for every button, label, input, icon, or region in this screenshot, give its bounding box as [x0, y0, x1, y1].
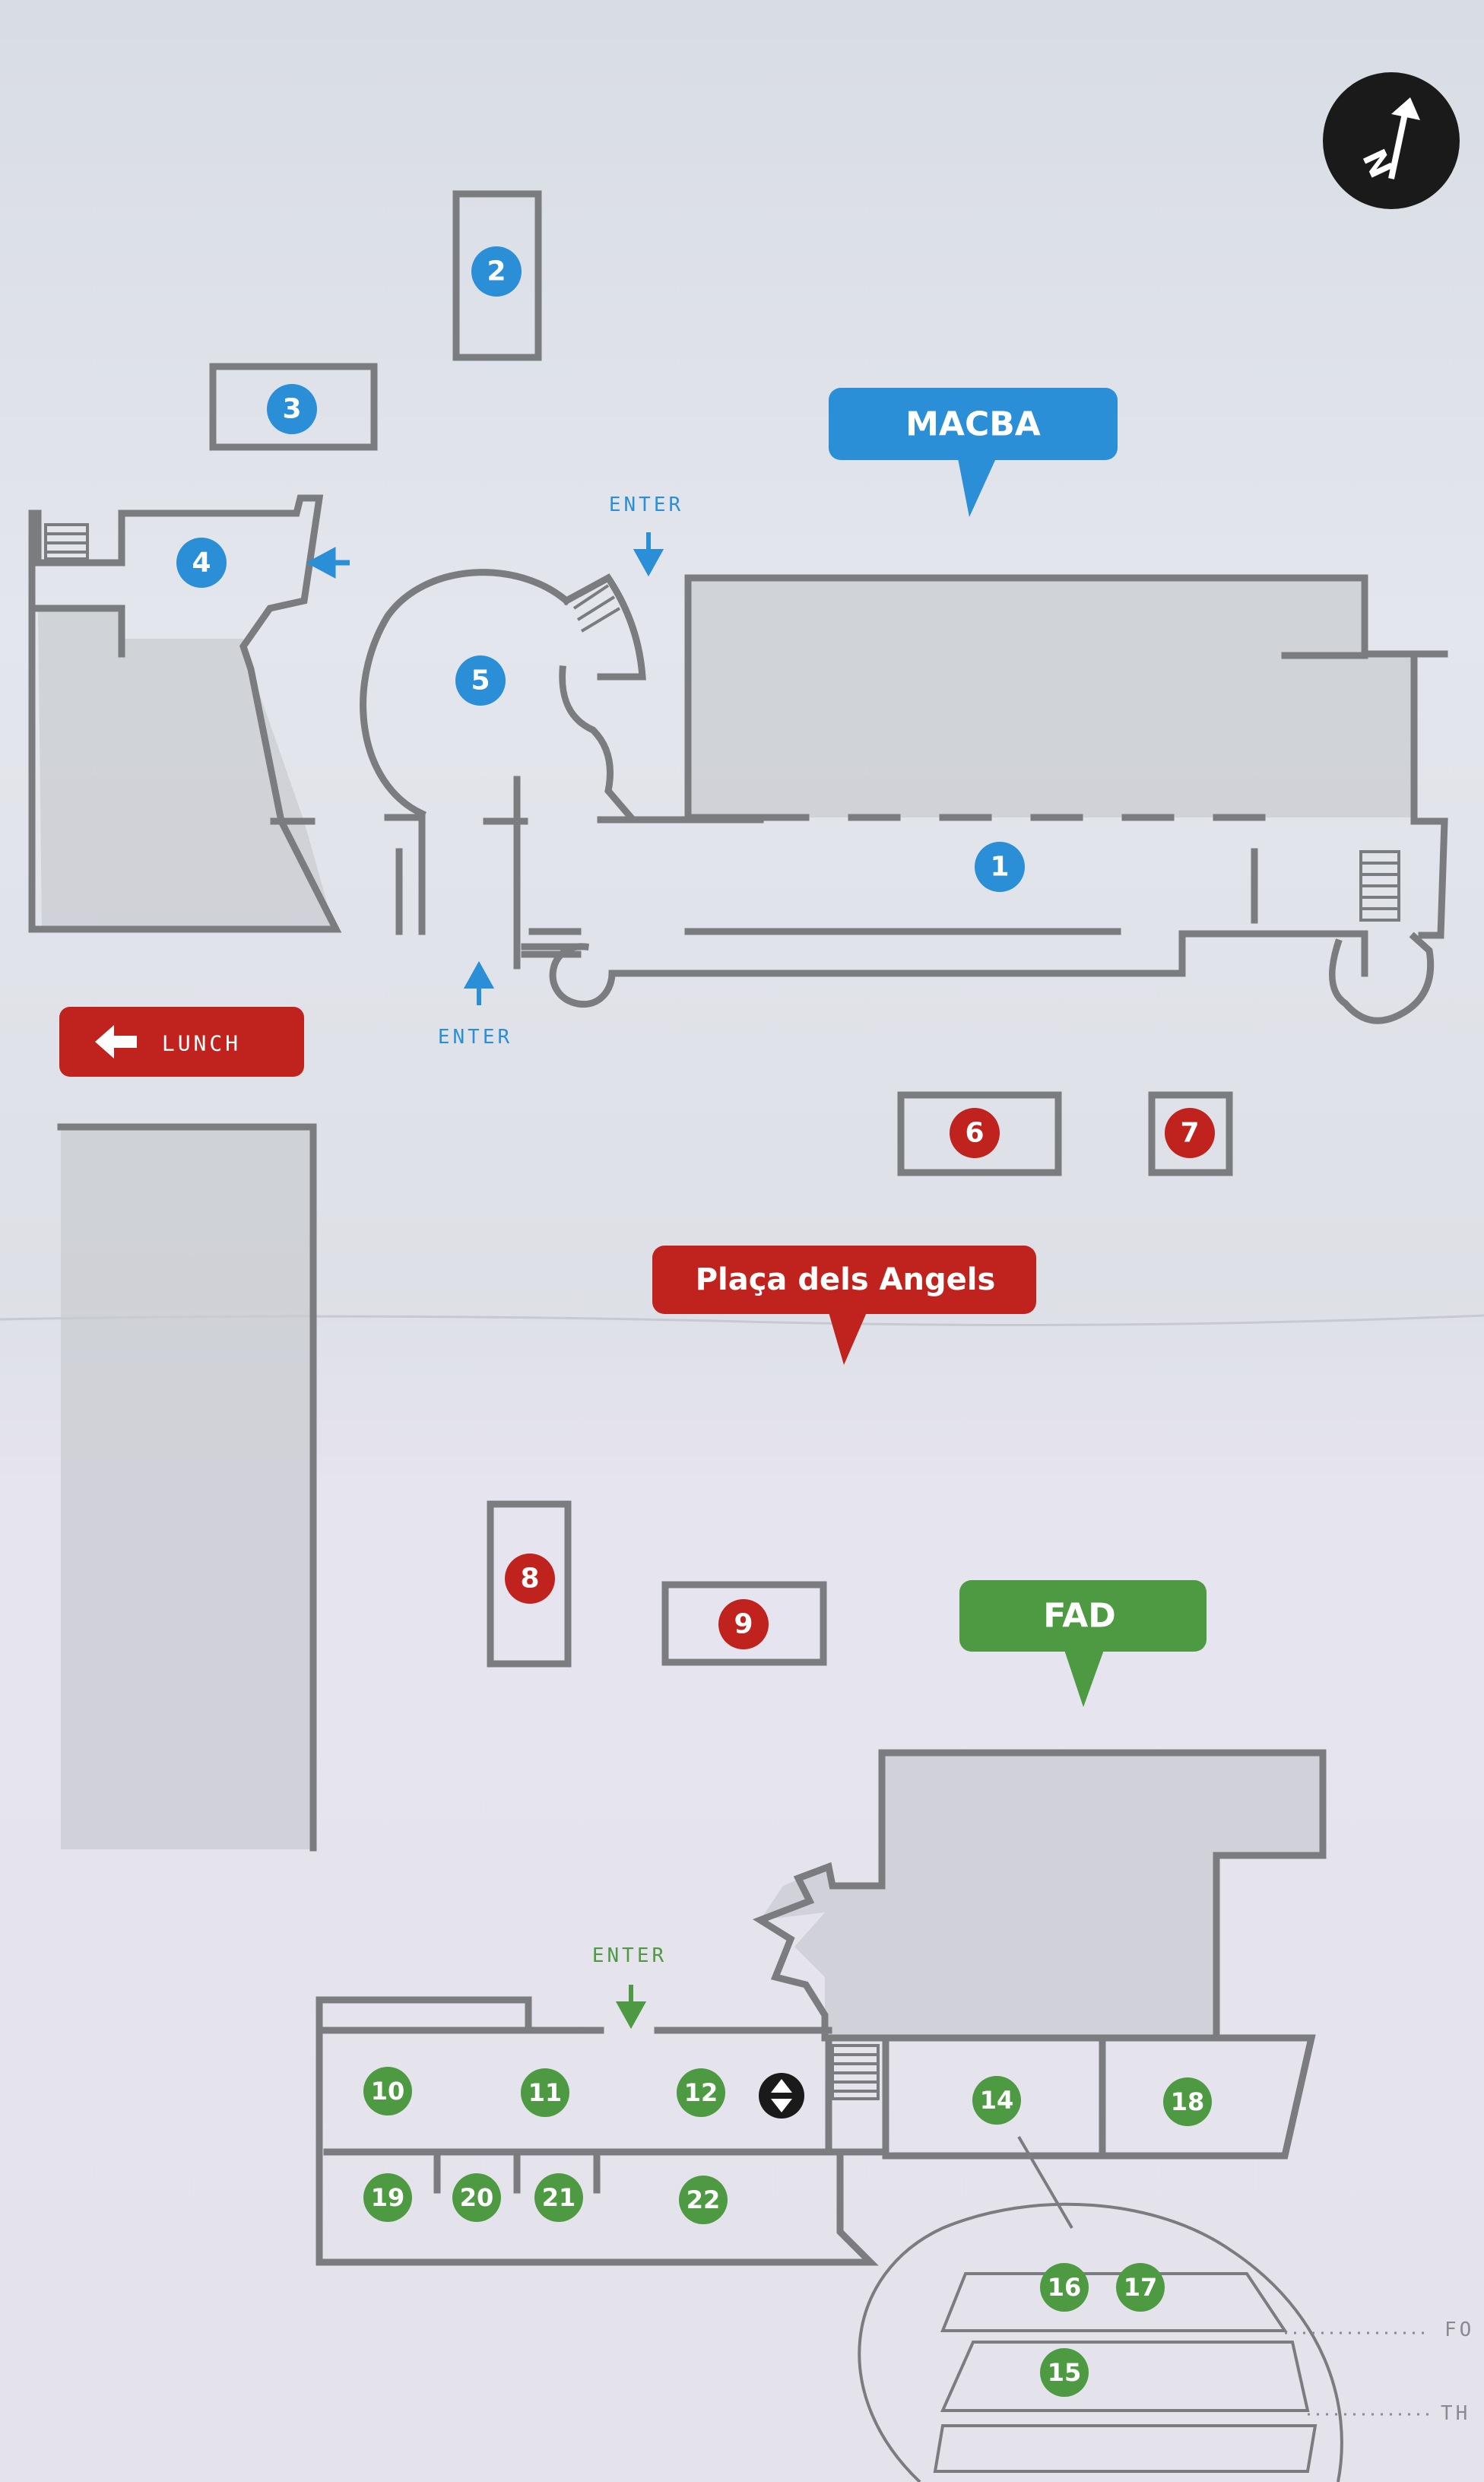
- marker-1[interactable]: 1: [975, 842, 1025, 892]
- svg-text:18: 18: [1171, 2087, 1205, 2116]
- edge-text-lower: TH: [1441, 2402, 1470, 2425]
- svg-text:16: 16: [1048, 2273, 1082, 2302]
- fad-label: FAD: [1043, 1597, 1116, 1636]
- plaza-box-6: [897, 1091, 1062, 1176]
- north-arrow-icon: N: [1323, 72, 1460, 209]
- fad-floor-callout: FO TH: [858, 2135, 1474, 2482]
- building-2: [452, 190, 542, 361]
- svg-text:19: 19: [371, 2183, 405, 2212]
- marker-10[interactable]: 10: [363, 2067, 412, 2115]
- arrow-down-icon: [615, 1985, 647, 2030]
- marker-15[interactable]: 15: [1040, 2348, 1089, 2397]
- marker-3[interactable]: 3: [267, 384, 317, 434]
- marker-21[interactable]: 21: [534, 2173, 583, 2222]
- svg-text:22: 22: [687, 2185, 721, 2214]
- plaza-box-7: [1148, 1091, 1233, 1176]
- svg-text:5: 5: [471, 665, 490, 697]
- marker-6[interactable]: 6: [950, 1108, 1000, 1158]
- svg-text:10: 10: [371, 2077, 405, 2106]
- svg-text:4: 4: [192, 548, 211, 579]
- edge-text-upper: FO: [1444, 2319, 1474, 2341]
- marker-8[interactable]: 8: [505, 1554, 555, 1604]
- svg-text:6: 6: [965, 1118, 984, 1149]
- arrow-left-icon: [95, 1025, 137, 1058]
- arrow-left-icon: [306, 547, 350, 579]
- placa-label: Plaça dels Angels: [696, 1262, 996, 1297]
- macba-enter-bottom[interactable]: ENTER: [438, 960, 512, 1049]
- macba-enter-top[interactable]: ENTER: [609, 494, 683, 577]
- plaza-box-9: [661, 1581, 827, 1666]
- svg-text:12: 12: [684, 2078, 718, 2107]
- elevator-icon: [759, 2073, 804, 2119]
- lunch-callout[interactable]: LUNCH: [59, 1007, 304, 1077]
- macba-building: [28, 494, 1448, 1024]
- svg-text:20: 20: [460, 2183, 494, 2212]
- svg-text:14: 14: [980, 2086, 1014, 2115]
- marker-4[interactable]: 4: [176, 538, 227, 588]
- marker-12[interactable]: 12: [677, 2068, 725, 2117]
- svg-text:9: 9: [734, 1609, 753, 1640]
- marker-16[interactable]: 16: [1040, 2263, 1089, 2312]
- marker-19[interactable]: 19: [363, 2173, 412, 2222]
- fad-callout[interactable]: FAD: [959, 1580, 1207, 1707]
- marker-17[interactable]: 17: [1116, 2263, 1165, 2312]
- placa-callout[interactable]: Plaça dels Angels: [652, 1246, 1036, 1365]
- marker-20[interactable]: 20: [452, 2173, 501, 2222]
- left-long-building: [57, 1123, 317, 1852]
- enter-label: ENTER: [609, 494, 683, 516]
- arrow-up-icon: [463, 960, 495, 1005]
- svg-text:2: 2: [487, 256, 506, 287]
- marker-14[interactable]: 14: [972, 2076, 1021, 2125]
- svg-text:21: 21: [542, 2183, 576, 2212]
- macba-callout[interactable]: MACBA: [829, 388, 1118, 517]
- svg-text:8: 8: [520, 1563, 539, 1595]
- marker-22[interactable]: 22: [679, 2176, 728, 2224]
- fad-enter[interactable]: ENTER: [592, 1944, 667, 2030]
- plaza-box-8: [487, 1500, 572, 1668]
- marker-7[interactable]: 7: [1165, 1108, 1215, 1158]
- macba-label: MACBA: [905, 405, 1041, 444]
- svg-text:15: 15: [1048, 2358, 1082, 2387]
- arrow-down-icon: [633, 532, 664, 577]
- svg-text:11: 11: [528, 2078, 563, 2107]
- enter-label: ENTER: [592, 1944, 667, 1967]
- building-4-arrow: [306, 547, 350, 579]
- building-3: [209, 363, 378, 451]
- svg-text:17: 17: [1124, 2273, 1158, 2302]
- svg-text:7: 7: [1180, 1118, 1199, 1149]
- marker-18[interactable]: 18: [1163, 2077, 1212, 2126]
- marker-2[interactable]: 2: [471, 246, 522, 297]
- marker-11[interactable]: 11: [521, 2068, 569, 2117]
- lunch-label: LUNCH: [162, 1031, 241, 1056]
- marker-5[interactable]: 5: [455, 655, 506, 706]
- svg-text:1: 1: [990, 852, 1009, 883]
- fad-building: [316, 1749, 1327, 2266]
- svg-text:3: 3: [282, 394, 301, 425]
- enter-label: ENTER: [438, 1026, 512, 1049]
- marker-9[interactable]: 9: [718, 1599, 769, 1649]
